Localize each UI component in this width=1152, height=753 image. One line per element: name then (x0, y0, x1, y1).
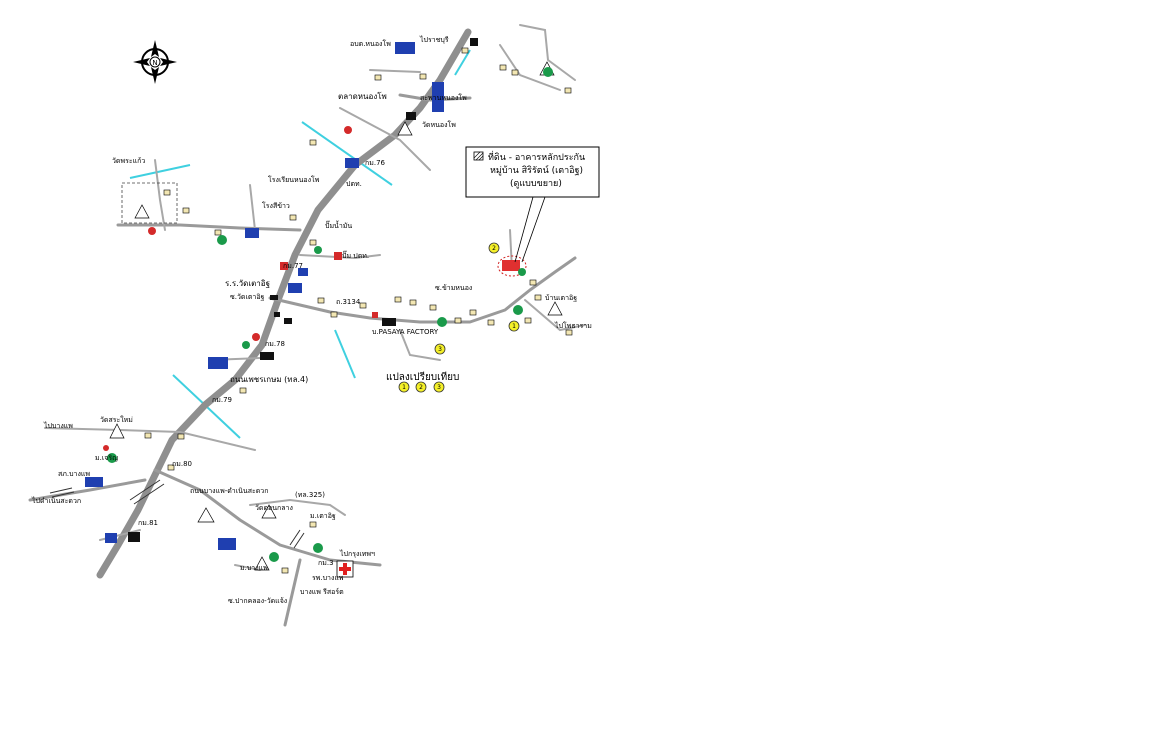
label-gas-station: ปั๊มน้ำมัน (325, 219, 352, 230)
house-icons (144, 47, 573, 574)
label-to-bangphae: ไปบางแพ (43, 421, 73, 430)
road-petchkasem (96, 28, 472, 579)
label-km80: กม.80 (172, 460, 192, 468)
label-km77: กม.77 (283, 262, 303, 270)
subject-property (497, 255, 527, 277)
legend-title: แปลงเปรียบเทียบ (386, 371, 459, 383)
label-mu-charoen: ม.เจริญ (95, 454, 118, 462)
label-km78: กม.78 (265, 340, 285, 348)
callout-line-1: ที่ดิน - อาคารหลักประกัน (488, 150, 585, 163)
label-nong-pho-market: ตลาดหนองโพ (338, 91, 387, 101)
label-wat-nong-pho: วัดหนองโพ (422, 120, 456, 129)
label-wat-sa-mai: วัดสระใหม่ (100, 415, 133, 424)
label-wat-phra-kaew: วัดพระแก้ว (112, 157, 145, 165)
callout-line-2: หมู่บ้าน สิริรัตน์ (เตาอิฐ) (490, 164, 583, 176)
legend-marker-1: 1 (398, 381, 410, 393)
label-to-photharam: ไปโพธาราม (554, 321, 592, 330)
label-bangphae-police: สภ.บางแพ (58, 470, 90, 478)
label-ptt: ปตท. (346, 180, 362, 188)
landmark-black (128, 38, 478, 542)
comparable-legend: แปลงเปรียบเทียบ 1 2 3 (386, 371, 459, 393)
label-nong-pho-bridge: สะพานหนองโพ (420, 93, 467, 102)
legend-marker-2: 2 (415, 381, 427, 393)
label-school-nongpho: โรงเรียนหนองโพ (268, 175, 320, 184)
label-ptt-gas: ปั๊ม ปตท. (342, 250, 369, 260)
label-hwy325: (ทล.325) (295, 491, 325, 499)
plot-marker-2: 2 (488, 242, 500, 254)
railway (49, 479, 305, 549)
label-soi-wat-tao-it: ซ.วัดเตาอิฐ (230, 293, 265, 301)
svg-text:3: 3 (437, 384, 441, 391)
plot-marker-1: 1 (508, 320, 520, 332)
label-bangphae-resort: บางแพ รีสอร์ต (300, 588, 344, 596)
callout-line-3: (ดูแบบขยาย) (510, 179, 562, 189)
label-wat-don-klang: วัดดอนกลาง (255, 504, 293, 512)
label-soi-kharm-nong: ซ.ข้ามหนอง (435, 284, 472, 292)
hospital-icon (336, 560, 354, 578)
svg-text:2: 2 (492, 245, 496, 252)
label-km79: กม.79 (212, 396, 232, 404)
label-mu-bangphae: ม.บางแพ (240, 564, 268, 572)
svg-text:1: 1 (512, 323, 516, 330)
label-petchkasem-road: ถนนเพชรเกษม (ทล.4) (230, 375, 308, 384)
label-km3: กม.3 (318, 559, 334, 567)
label-wat-tao-it: ร.ร.วัดเตาอิฐ (225, 279, 270, 288)
label-bangphae-hospital: รพ.บางแพ (312, 574, 344, 582)
svg-text:2: 2 (419, 384, 423, 391)
label-km76: กม.76 (365, 159, 386, 167)
label-to-damnoen: ไปดำเนินสะดวก (31, 496, 81, 505)
label-tao-it-area: บ้านเตาอิฐ (545, 294, 577, 302)
label-soi-pakklong: ซ.ปากคลอง-วัดแจ้ง (228, 597, 287, 605)
label-mu-tao-it: ม.เตาอิฐ (310, 512, 336, 520)
svg-text:3: 3 (438, 346, 442, 353)
label-tambon-office: อบต.หนองโพ (350, 39, 391, 48)
property-callout: ที่ดิน - อาคารหลักประกัน หมู่บ้าน สิริรั… (465, 146, 600, 263)
label-hwy-3134: ถ.3134 (336, 298, 361, 306)
road-minor (44, 24, 586, 571)
compass-letter: N (152, 59, 157, 67)
area-boundary (121, 182, 178, 224)
label-factory: บ.PASAYA FACTORY (372, 328, 439, 336)
compass-icon: N (133, 40, 177, 84)
plot-marker-3: 3 (434, 343, 446, 355)
label-km81: กม.81 (138, 519, 158, 527)
label-to-bangkok: ไปกรุงเทพฯ (339, 549, 375, 558)
label-to-ratchaburi: ไปราชบุรี (419, 35, 449, 44)
label-rice-mill: โรงสีข้าว (262, 201, 290, 210)
legend-marker-3: 3 (433, 381, 445, 393)
buildings-blue (85, 42, 444, 550)
label-bangphae-damnoen-road: ถนนบางแพ-ดำเนินสะดวก (190, 487, 268, 495)
tree-icons (107, 67, 553, 562)
poi-red-icons (103, 126, 378, 451)
svg-text:1: 1 (402, 384, 406, 391)
